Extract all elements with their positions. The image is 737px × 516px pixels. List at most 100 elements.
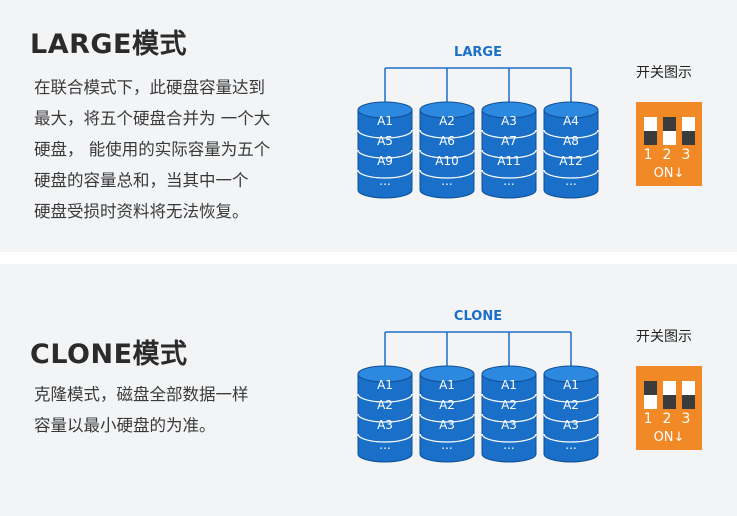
desc-line: 硬盘， 能使用的实际容量为五个 — [34, 140, 271, 159]
disk-partition-label: A3 — [439, 418, 455, 432]
disk-partition-label: A3 — [501, 418, 517, 432]
disk-separator — [543, 413, 599, 423]
desc-line: 硬盘受损时资料将无法恢复。 — [34, 202, 249, 221]
disk-top-1 — [357, 365, 413, 383]
dip-switch-on-label: ON↓ — [653, 430, 685, 445]
disk-separator — [481, 413, 537, 423]
large-switch-title: 开关图示 — [636, 65, 692, 81]
disk-separator — [543, 169, 599, 179]
dip-switch-numbers: 123 — [643, 147, 701, 163]
disk-partition-label: A11 — [497, 154, 520, 168]
disk-top-2 — [419, 365, 475, 383]
desc-line: 在联合模式下，此硬盘容量达到 — [34, 78, 265, 97]
disk-partition-label: A6 — [439, 134, 455, 148]
disk-separator — [543, 433, 599, 443]
dip-slot-1 — [644, 117, 657, 145]
disk-body-1 — [357, 373, 413, 463]
dip-slot-3 — [682, 381, 695, 409]
disk-separator — [419, 413, 475, 423]
large-mode-title: LARGE模式 — [30, 29, 187, 60]
disk-separator — [543, 129, 599, 139]
disk-body-4 — [543, 373, 599, 463]
disk-partition-label: A1 — [563, 378, 579, 392]
clone-mode-description: 克隆模式，磁盘全部数据一样 容量以最小硬盘的为准。 — [34, 379, 249, 441]
disk-partition-label: A1 — [377, 114, 393, 128]
disk-separator — [419, 393, 475, 403]
disk-partition-label: ... — [379, 438, 390, 452]
disk-partition-label: ... — [503, 174, 514, 188]
dip-switch-on-label: ON↓ — [653, 166, 685, 181]
disk-partition-label: ... — [565, 174, 576, 188]
dip-slot-2 — [663, 381, 676, 409]
disk-separator — [481, 149, 537, 159]
disk-partition-label: A3 — [501, 114, 517, 128]
disk-top-4 — [543, 365, 599, 383]
disk-separator — [481, 169, 537, 179]
disk-partition-label: A10 — [435, 154, 458, 168]
disk-partition-label: A3 — [563, 418, 579, 432]
disk-partition-label: A2 — [377, 398, 393, 412]
disk-separator — [481, 129, 537, 139]
disk-partition-label: A7 — [501, 134, 517, 148]
large-disk-diagram: A1A5A9...A2A6A10...A3A7A11...A4A8A12... — [357, 67, 599, 199]
disk-body-3 — [481, 109, 537, 199]
disk-partition-label: ... — [503, 438, 514, 452]
disk-top-3 — [481, 101, 537, 119]
clone-diagram-label: CLONE — [453, 309, 503, 324]
disk-separator — [481, 393, 537, 403]
disk-body-4 — [543, 109, 599, 199]
disk-body-1 — [357, 109, 413, 199]
disk-partition-label: A2 — [439, 114, 455, 128]
disk-separator — [419, 129, 475, 139]
large-mode-description: 在联合模式下，此硬盘容量达到 最大，将五个硬盘合并为 一个大 硬盘， 能使用的实… — [34, 72, 270, 227]
disk-separator — [419, 149, 475, 159]
dip-switch-numbers: 123 — [643, 411, 701, 427]
disk-separator — [357, 149, 413, 159]
clone-mode-title: CLONE模式 — [30, 339, 188, 370]
disk-separator — [357, 393, 413, 403]
disk-partition-label: ... — [441, 438, 452, 452]
disk-top-4 — [543, 101, 599, 119]
disk-body-2 — [419, 373, 475, 463]
disk-partition-label: A2 — [563, 398, 579, 412]
clone-dip-switch: 123 ON↓ — [636, 366, 702, 450]
disk-partition-label: A2 — [501, 398, 517, 412]
disk-separator — [543, 149, 599, 159]
disk-separator — [357, 129, 413, 139]
disk-separator — [543, 393, 599, 403]
dip-slot-3 — [682, 117, 695, 145]
large-diagram-label: LARGE — [454, 45, 502, 60]
disk-partition-label: ... — [441, 174, 452, 188]
clone-switch-title: 开关图示 — [636, 329, 692, 345]
disk-top-2 — [419, 101, 475, 119]
disk-top-3 — [481, 365, 537, 383]
desc-line: 最大，将五个硬盘合并为 一个大 — [34, 109, 271, 128]
disk-partition-label: A9 — [377, 154, 393, 168]
disk-separator — [357, 169, 413, 179]
disk-partition-label: ... — [565, 438, 576, 452]
disk-top-1 — [357, 101, 413, 119]
disk-separator — [419, 169, 475, 179]
disk-separator — [357, 433, 413, 443]
desc-line: 硬盘的容量总和，当其中一个 — [34, 171, 249, 190]
disk-partition-label: A4 — [563, 114, 579, 128]
disk-body-2 — [419, 109, 475, 199]
disk-separator — [481, 433, 537, 443]
dip-slot-2 — [663, 117, 676, 145]
disk-body-3 — [481, 373, 537, 463]
disk-partition-label: A2 — [439, 398, 455, 412]
disk-partition-label: A1 — [439, 378, 455, 392]
large-mode-panel: LARGE模式 在联合模式下，此硬盘容量达到 最大，将五个硬盘合并为 一个大 硬… — [0, 0, 737, 252]
disk-separator — [419, 433, 475, 443]
disk-separator — [357, 413, 413, 423]
dip-slot-1 — [644, 381, 657, 409]
disk-partition-label: A1 — [377, 378, 393, 392]
disk-partition-label: A8 — [563, 134, 579, 148]
disk-partition-label: A1 — [501, 378, 517, 392]
desc-line: 克隆模式，磁盘全部数据一样 — [34, 385, 249, 404]
disk-partition-label: A3 — [377, 418, 393, 432]
large-dip-switch: 123 ON↓ — [636, 102, 702, 186]
disk-partition-label: A12 — [559, 154, 582, 168]
disk-partition-label: ... — [379, 174, 390, 188]
